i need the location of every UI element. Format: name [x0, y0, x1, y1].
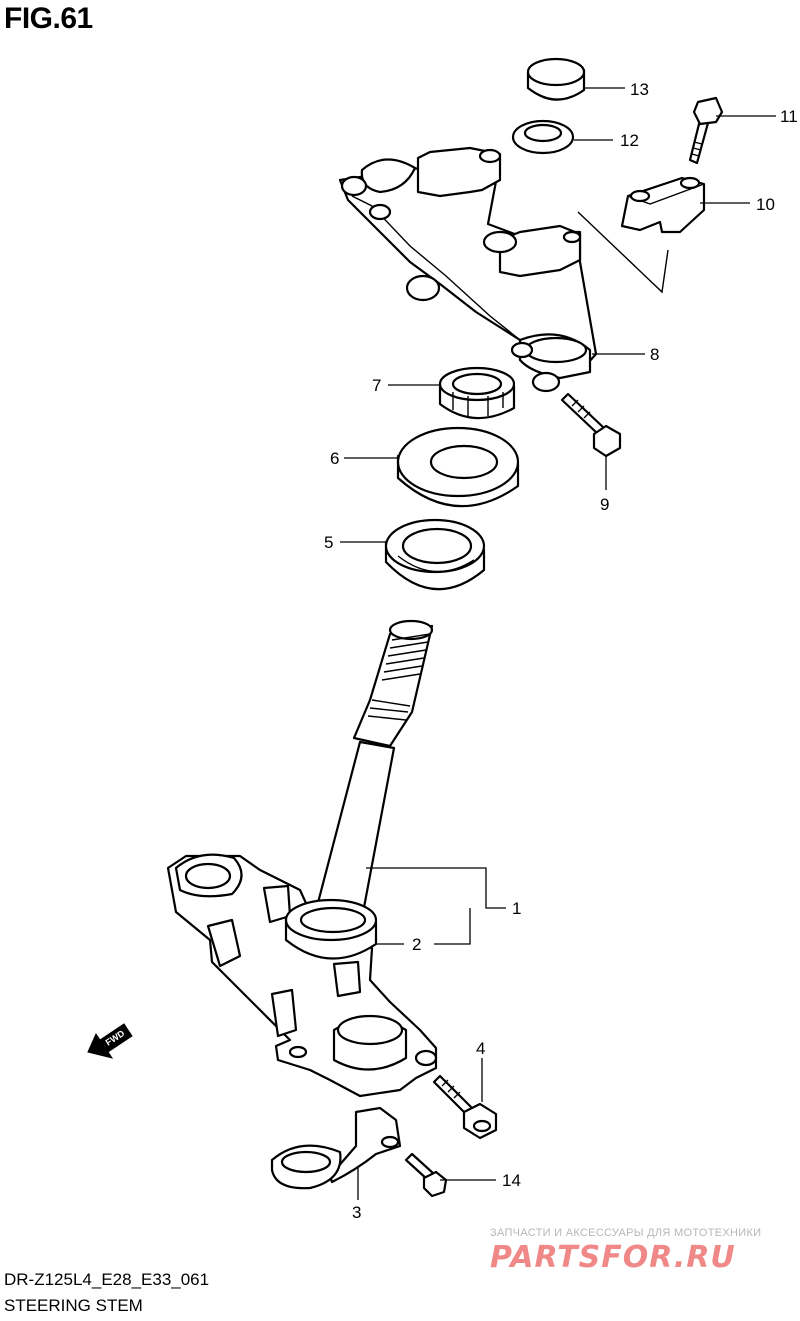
watermark-logo: PARTSFOR.RU: [490, 1240, 736, 1275]
fwd-direction-arrow: FWD: [87, 1023, 133, 1059]
part-14-screw[interactable]: [404, 1152, 448, 1198]
callout-14: 14: [502, 1171, 521, 1190]
callout-9: 9: [600, 495, 609, 514]
callout-12: 12: [620, 131, 639, 150]
callout-8: 8: [650, 345, 659, 364]
callout-13: 13: [630, 80, 649, 99]
callout-2: 2: [412, 935, 421, 954]
leader-lines: [340, 87, 776, 1200]
callout-6: 6: [330, 449, 339, 468]
part-6-dust-seal[interactable]: [396, 426, 520, 508]
callout-4: 4: [476, 1039, 485, 1058]
part-10-handlebar-holder[interactable]: [620, 176, 706, 234]
part-2-lower-bearing[interactable]: [284, 898, 378, 960]
part-10-guide-line: [577, 211, 669, 294]
callout-7: 7: [372, 376, 381, 395]
part-11-bolt[interactable]: [688, 96, 724, 165]
figure-title: FIG.61: [4, 2, 93, 35]
callout-10: 10: [756, 195, 775, 214]
part-13-cap[interactable]: [526, 57, 586, 101]
callout-5: 5: [324, 533, 333, 552]
part-5-bearing[interactable]: [384, 518, 486, 591]
figure-name: STEERING STEM: [4, 1296, 143, 1315]
part-3-hose-guide[interactable]: [270, 1106, 402, 1190]
callout-1: 1: [512, 899, 521, 918]
part-9-bolt[interactable]: [560, 392, 622, 458]
part-8-upper-bracket[interactable]: [338, 146, 598, 393]
callout-11: 11: [780, 107, 798, 126]
part-4-bolt[interactable]: [432, 1074, 498, 1140]
model-code: DR-Z125L4_E28_E33_061: [4, 1270, 210, 1289]
part-1-steering-stem[interactable]: [166, 619, 438, 1098]
part-12-washer[interactable]: [511, 119, 575, 155]
watermark-tagline: ЗАПЧАСТИ И АКСЕССУАРЫ ДЛЯ МОТОТЕХНИКИ: [490, 1227, 762, 1239]
callout-3: 3: [352, 1203, 361, 1222]
part-7-stem-nut[interactable]: [438, 366, 516, 420]
